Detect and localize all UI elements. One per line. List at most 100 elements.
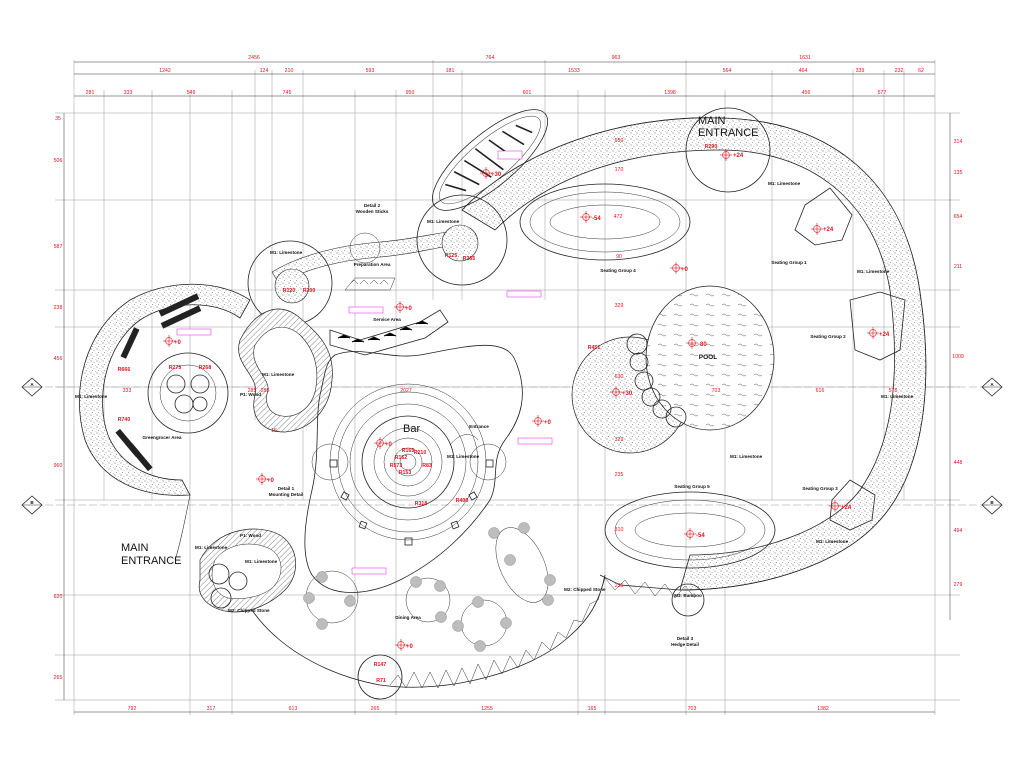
svg-text:Wooden Sticks: Wooden Sticks (356, 209, 389, 214)
material-labels: M1: Limestone M1: Limestone M1: Limeston… (75, 181, 914, 613)
dimension-bottom-row: 792 317 613 265 1255 165 703 1382 (128, 706, 829, 712)
svg-text:M3: Bamboo: M3: Bamboo (674, 593, 702, 598)
pool-stepping-stones (626, 333, 687, 428)
svg-text:90: 90 (616, 254, 622, 260)
dim-label: 1242 (159, 68, 171, 74)
dim-label: 960 (54, 463, 63, 469)
svg-text:Dining Area: Dining Area (395, 615, 421, 620)
bar-ring-right (469, 443, 507, 481)
dim-label: 620 (54, 594, 63, 600)
service-area-counter (329, 309, 449, 356)
annotation-callouts (176, 150, 553, 575)
svg-text:M1: Limestone: M1: Limestone (881, 394, 914, 399)
circle-r147 (357, 654, 403, 700)
svg-text:R71: R71 (376, 678, 386, 684)
outer-wall-left-arc (79, 283, 251, 496)
preparation-area-tables (344, 277, 396, 291)
svg-text:+0: +0 (681, 267, 689, 273)
svg-text:550: 550 (615, 138, 624, 144)
svg-text:R125: R125 (445, 253, 458, 259)
dim-label: 792 (128, 706, 137, 712)
svg-text:R120: R120 (283, 288, 296, 294)
bamboo-hedge-right (604, 577, 696, 599)
dim-label: 456 (54, 356, 63, 362)
chipped-stone-boulders (208, 563, 248, 609)
dim-label: 745 (283, 90, 292, 96)
svg-text:285: 285 (248, 388, 257, 394)
svg-text:329: 329 (615, 437, 624, 443)
svg-text:R165: R165 (402, 448, 415, 454)
radius-labels: R290 R120 R200 R125 R265 R451 R275 R268 … (118, 144, 718, 684)
level-markers (163, 149, 879, 651)
svg-text:Seating Group 3: Seating Group 3 (802, 486, 838, 491)
dim-label: 238 (54, 305, 63, 311)
svg-text:333: 333 (123, 388, 132, 394)
svg-text:170: 170 (615, 167, 624, 173)
dim-label: 456 (802, 90, 811, 96)
svg-text:M1: Limestone: M1: Limestone (857, 269, 890, 274)
svg-text:R153: R153 (399, 470, 412, 476)
svg-text:703: 703 (712, 388, 721, 394)
dim-label: 210 (285, 68, 294, 74)
svg-text:P1: Wood: P1: Wood (240, 533, 261, 538)
svg-text:M1: Limestone: M1: Limestone (447, 454, 480, 459)
svg-text:+30: +30 (491, 172, 502, 178)
left-boundary-line (174, 494, 191, 561)
detail-2-circle (349, 232, 381, 264)
pool-basin (645, 285, 775, 431)
dimension-top-row2: 1242 124 210 593 181 1533 564 464 339 23… (159, 68, 924, 74)
svg-text:+24: +24 (823, 227, 834, 233)
dim-label: 211 (954, 264, 962, 270)
svg-text:M2: Chipped Stone: M2: Chipped Stone (564, 587, 606, 592)
dim-label: 587 (54, 244, 63, 250)
dim-label: 165 (588, 706, 597, 712)
dim-label: 333 (124, 90, 133, 96)
svg-text:Hedge Detail: Hedge Detail (671, 642, 699, 647)
svg-text:R740: R740 (118, 417, 131, 423)
dim-label: 1533 (568, 68, 580, 74)
svg-text:M1: Limestone: M1: Limestone (816, 539, 849, 544)
main-entrance-top-heading: MAIN ENTRANCE (698, 115, 759, 139)
svg-text:M1: Limestone: M1: Limestone (195, 545, 228, 550)
svg-text:R268: R268 (199, 365, 212, 371)
limestone-circle-r125 (416, 194, 508, 286)
svg-text:R666: R666 (118, 367, 131, 373)
bottom-hedge-zigzag (389, 577, 606, 689)
dim-label: 2456 (248, 55, 260, 61)
svg-text:235: 235 (615, 472, 624, 478)
svg-text:310: 310 (615, 527, 624, 533)
svg-text:+24: +24 (841, 505, 852, 511)
zone-labels: Preparation Area Service Area Seating Gr… (143, 260, 847, 620)
dim-label: 577 (878, 90, 887, 96)
wooden-sticks-ellipse (431, 109, 549, 211)
dim-label: 654 (954, 214, 963, 220)
dim-label: 314 (954, 139, 963, 145)
seating-group-5 (604, 491, 776, 569)
dimension-lines (63, 61, 951, 713)
dim-label: 1255 (481, 706, 493, 712)
detail-labels: Detail 1 Mounting Detail Detail 2 Wooden… (269, 203, 699, 647)
svg-text:R275: R275 (169, 365, 182, 371)
bar-stools (329, 459, 494, 546)
greengrocer-benches (115, 293, 202, 472)
svg-text:M1: Limestone: M1: Limestone (768, 181, 801, 186)
dimension-top-row3: 281 333 549 745 950 601 1398 456 577 (86, 90, 887, 96)
bamboo-circle (671, 583, 705, 617)
main-entrance-circle-top (685, 107, 771, 193)
greengrocer-crates (166, 374, 210, 414)
dim-label: 339 (856, 68, 865, 74)
greengrocer-inner-ring (159, 364, 217, 422)
svg-text:M1: Limestone: M1: Limestone (427, 219, 460, 224)
svg-text:+0: +0 (267, 478, 275, 484)
limestone-circle-r125-inner (441, 224, 479, 262)
svg-text:Seating Group 1: Seating Group 1 (771, 260, 807, 265)
svg-text:+0: +0 (385, 442, 393, 448)
svg-text:ENTRANCE: ENTRANCE (121, 555, 182, 567)
svg-text:+0: +0 (405, 306, 413, 312)
svg-text:+24: +24 (879, 332, 890, 338)
wood-deck-inner (253, 326, 318, 417)
dim-label: 950 (406, 90, 415, 96)
dim-label: 506 (54, 158, 63, 164)
dim-label: 35 (55, 116, 61, 122)
